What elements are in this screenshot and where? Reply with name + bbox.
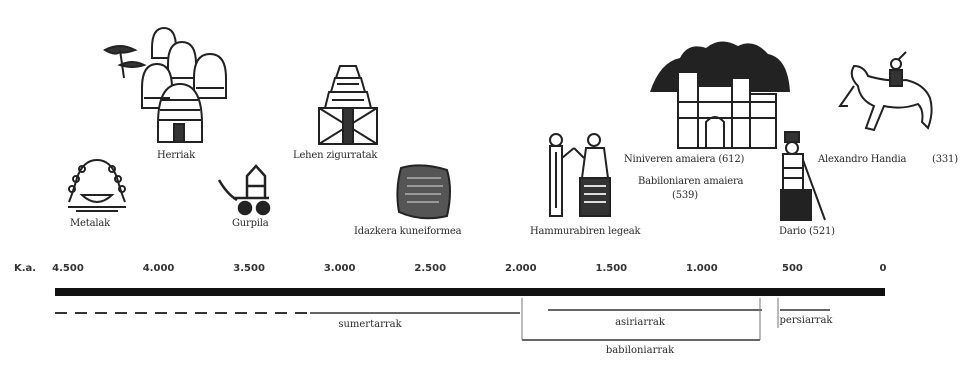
label-alexandro: Alexandro Handia — [818, 154, 907, 165]
label-hammurabi: Hammurabiren legeak — [530, 226, 641, 237]
timeline-axis-bar — [55, 288, 885, 296]
axis-tick-label: 3.500 — [233, 263, 265, 274]
cart-illustration — [217, 164, 271, 216]
period-sumertarrak: sumertarrak — [338, 319, 402, 330]
axis-tick-label: 3.000 — [323, 263, 356, 274]
label-babiloniaren-year: (539) — [672, 190, 698, 201]
period-persiarrak: persiarrak — [779, 315, 833, 326]
axis-tick-label: 4.500 — [52, 263, 84, 274]
period-asiriarrak: asiriarrak — [615, 317, 665, 328]
period-babiloniarrak: babiloniarrak — [605, 345, 675, 356]
axis-tick-label: 1.000 — [686, 263, 718, 274]
alexander-horse-illustration — [838, 51, 933, 132]
city-illustration — [650, 41, 790, 149]
label-ziguratak: Lehen zigurratak — [293, 150, 378, 161]
label-kuneiformea: Idazkera kuneiformea — [354, 226, 462, 237]
label-herriak: Herriak — [157, 150, 196, 161]
axis-tick-label: 4.000 — [142, 263, 175, 274]
label-niniveren: Niniveren amaiera (612) — [624, 154, 745, 165]
metal-ornament-illustration — [68, 159, 126, 212]
label-alexandro-year: (331) — [932, 154, 958, 165]
axis-tick-label: 2.000 — [504, 263, 537, 274]
axis-tick-label: 500 — [782, 263, 803, 274]
ziggurat-illustration — [318, 65, 378, 145]
label-gurpila: Gurpila — [232, 218, 269, 229]
axis-tick-label: 0 — [879, 263, 887, 274]
cuneiform-tablet-illustration — [396, 164, 451, 220]
label-dario: Dario (521) — [779, 226, 835, 237]
label-metalak: Metalak — [70, 218, 110, 229]
axis-tick-label: 1.500 — [595, 263, 628, 274]
hammurabi-stele-illustration — [549, 133, 611, 217]
darius-relief-illustration — [780, 131, 826, 221]
huts-illustration — [102, 26, 227, 143]
label-babiloniaren: Babiloniaren amaiera — [638, 176, 744, 187]
axis-unit-label: K.a. — [14, 263, 37, 274]
axis-tick-label: 2.500 — [414, 263, 447, 274]
